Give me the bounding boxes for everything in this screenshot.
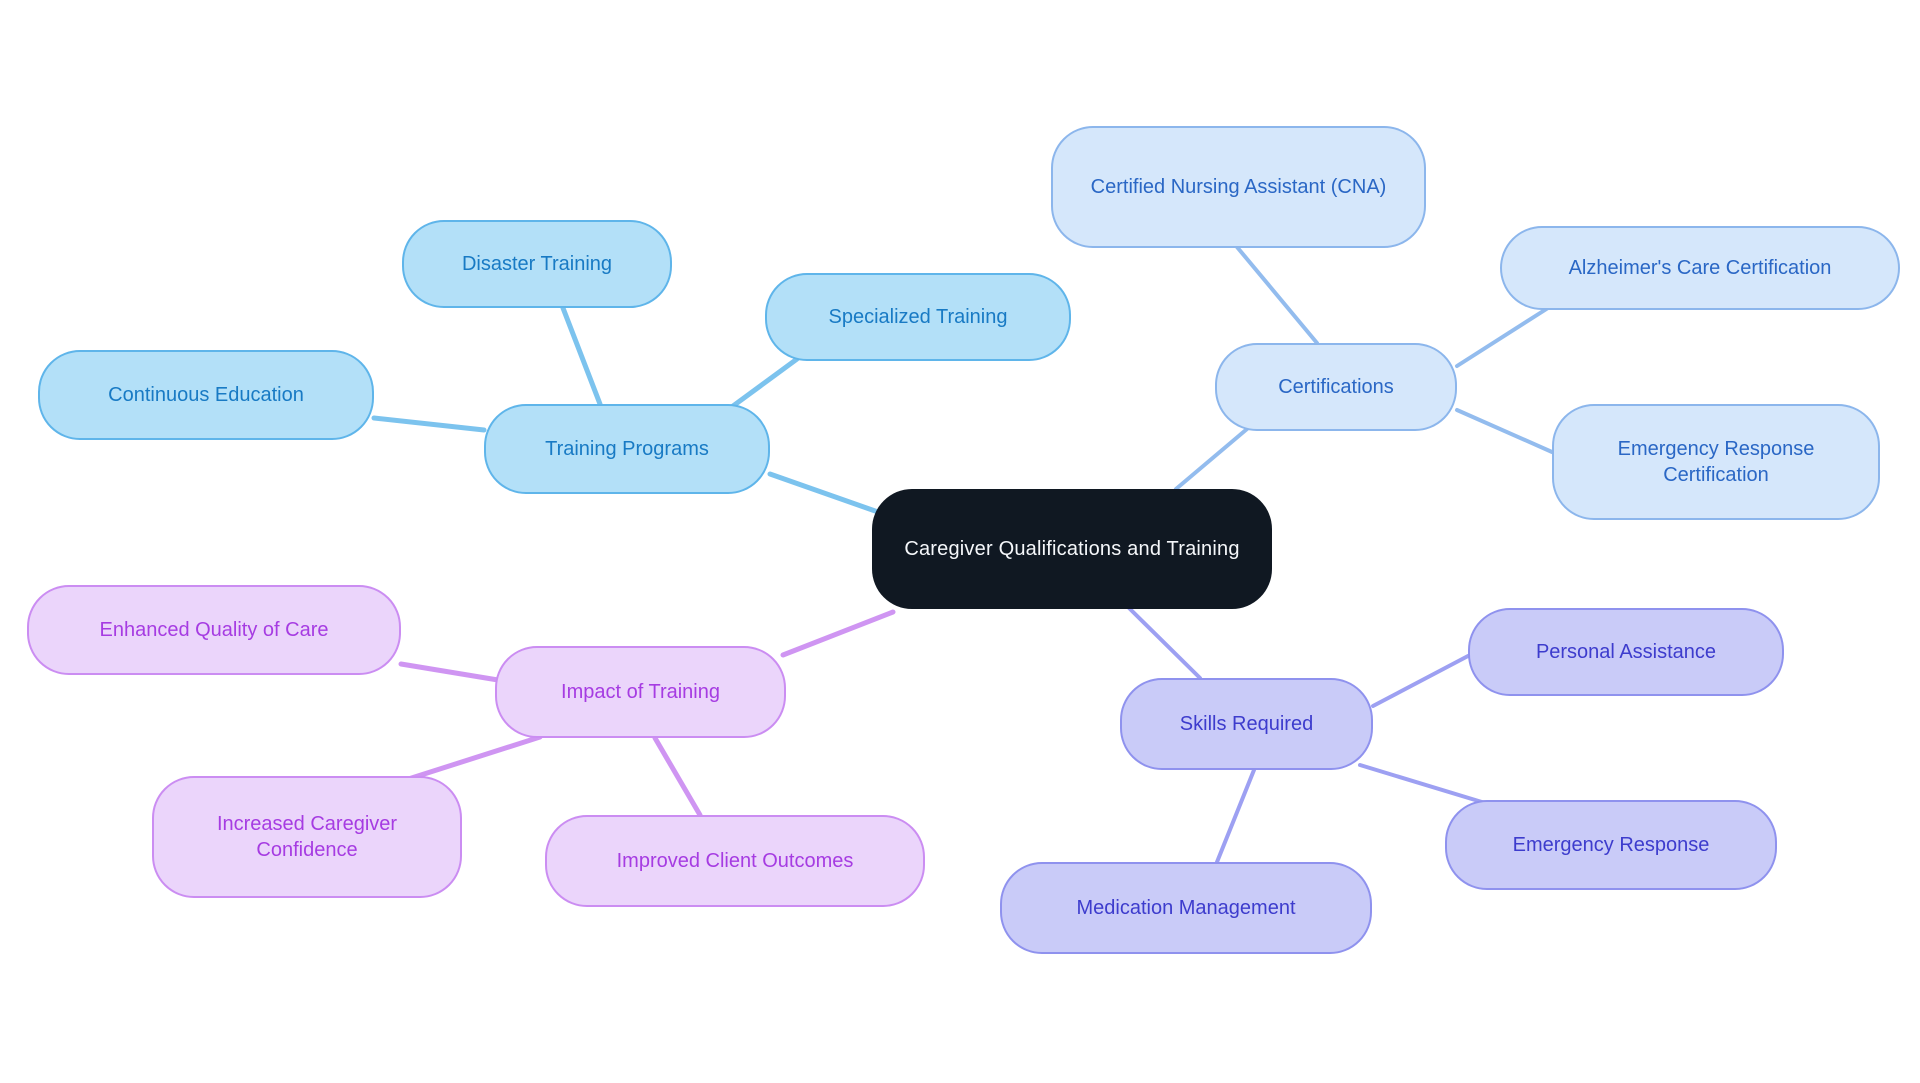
edge-skills-required-root <box>1126 605 1202 680</box>
node-specialized-training[interactable]: Specialized Training <box>765 273 1071 361</box>
node-label-alzheimers-care-certification: Alzheimer's Care Certification <box>1568 256 1832 279</box>
node-emergency-response-certification[interactable]: Emergency Response Certification <box>1552 404 1880 520</box>
node-label-impact-of-training: Impact of Training <box>561 680 720 703</box>
node-certifications[interactable]: Certifications <box>1215 343 1457 431</box>
node-certified-nursing-assistant[interactable]: Certified Nursing Assistant (CNA) <box>1051 126 1426 248</box>
node-enhanced-quality-of-care[interactable]: Enhanced Quality of Care <box>27 585 401 675</box>
node-label-skills-required: Skills Required <box>1179 712 1314 735</box>
node-label-certified-nursing-assistant: Certified Nursing Assistant (CNA) <box>1090 175 1387 198</box>
node-alzheimers-care-certification[interactable]: Alzheimer's Care Certification <box>1500 226 1900 310</box>
node-improved-client-outcomes[interactable]: Improved Client Outcomes <box>545 815 925 907</box>
node-label-emergency-response: Emergency Response <box>1512 833 1710 856</box>
edge-training-programs-disaster-training <box>560 305 603 407</box>
node-skills-required[interactable]: Skills Required <box>1120 678 1373 770</box>
node-label-specialized-training: Specialized Training <box>828 305 1008 328</box>
node-label-increased-caregiver-confidence: Increased Caregiver Confidence <box>216 812 398 861</box>
node-personal-assistance[interactable]: Personal Assistance <box>1468 608 1784 696</box>
edge-certifications-certified-nursing-assistant <box>1235 245 1319 345</box>
node-label-continuous-education: Continuous Education <box>108 383 304 406</box>
edge-skills-required-emergency-response <box>1358 763 1497 808</box>
edge-training-programs-specialized-training <box>730 356 800 409</box>
edge-certifications-root <box>1174 427 1249 491</box>
edge-skills-required-personal-assistance <box>1371 654 1470 708</box>
node-label-medication-management: Medication Management <box>1076 896 1296 919</box>
node-increased-caregiver-confidence[interactable]: Increased Caregiver Confidence <box>152 776 462 898</box>
node-label-disaster-training: Disaster Training <box>461 252 613 275</box>
edge-impact-of-training-root <box>780 609 896 658</box>
edge-certifications-emergency-response-certification <box>1455 408 1554 454</box>
edge-training-programs-continuous-education <box>371 415 487 433</box>
node-disaster-training[interactable]: Disaster Training <box>402 220 672 308</box>
edge-training-programs-root <box>767 471 881 515</box>
node-label-emergency-response-certification: Emergency Response Certification <box>1617 437 1815 486</box>
node-medication-management[interactable]: Medication Management <box>1000 862 1372 954</box>
edge-certifications-alzheimers-care-certification <box>1455 306 1550 368</box>
edge-impact-of-training-improved-client-outcomes <box>652 735 703 818</box>
node-training-programs[interactable]: Training Programs <box>484 404 770 494</box>
node-label-enhanced-quality-of-care: Enhanced Quality of Care <box>99 618 329 641</box>
node-emergency-response[interactable]: Emergency Response <box>1445 800 1777 890</box>
node-label-training-programs: Training Programs <box>545 437 709 460</box>
node-continuous-education[interactable]: Continuous Education <box>38 350 374 440</box>
node-impact-of-training[interactable]: Impact of Training <box>495 646 786 738</box>
edge-impact-of-training-enhanced-quality-of-care <box>398 661 501 683</box>
node-label-personal-assistance: Personal Assistance <box>1535 640 1717 663</box>
edge-skills-required-medication-management <box>1215 768 1256 864</box>
node-label-certifications: Certifications <box>1278 375 1394 398</box>
node-label-improved-client-outcomes: Improved Client Outcomes <box>616 849 854 872</box>
node-label-root: Caregiver Qualifications and Training <box>904 537 1240 560</box>
node-root[interactable]: Caregiver Qualifications and Training <box>872 489 1272 609</box>
